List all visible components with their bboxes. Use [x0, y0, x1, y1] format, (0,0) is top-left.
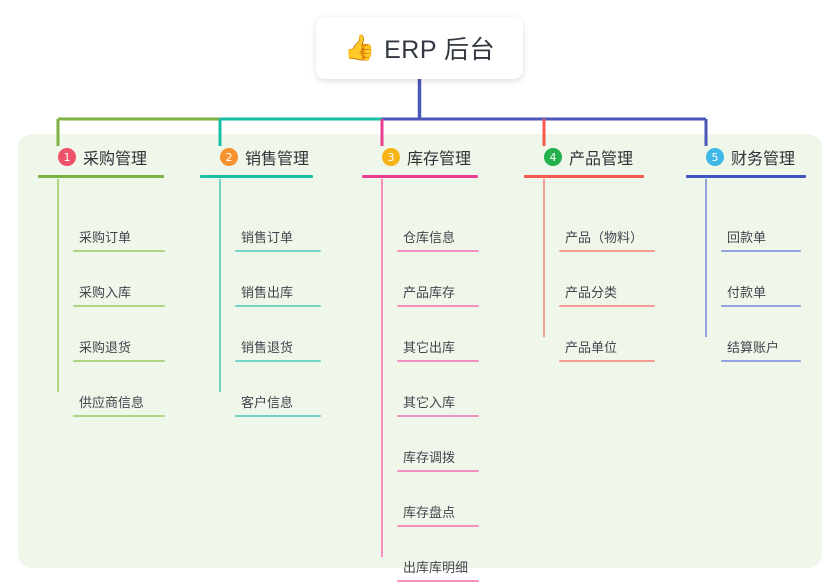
column-1: 1 采购管理采购订单采购入库采购退货供应商信息 [38, 145, 165, 417]
leaf-item-label: 采购订单 [79, 230, 132, 245]
leaf-item-underline [397, 305, 479, 307]
column-title: 销售管理 [245, 151, 310, 168]
leaf-item[interactable]: 其它入库 [397, 392, 479, 417]
column-5: 5 财务管理回款单付款单结算账户 [686, 145, 806, 362]
column-underline [200, 175, 313, 178]
leaf-item-label: 产品分类 [565, 285, 618, 300]
leaf-item[interactable]: 产品（物料） [559, 227, 655, 252]
leaf-item-underline [397, 525, 479, 527]
diagram-panel-background [18, 134, 822, 568]
leaf-item-label: 销售出库 [241, 285, 294, 300]
leaf-item[interactable]: 采购入库 [73, 282, 165, 307]
leaf-item[interactable]: 采购退货 [73, 337, 165, 362]
column-title: 财务管理 [731, 151, 796, 168]
leaf-item-label: 仓库信息 [403, 230, 456, 245]
leaf-item-underline [559, 305, 655, 307]
column-header-2[interactable]: 2 销售管理 [200, 145, 313, 169]
column-underline [524, 175, 644, 178]
leaf-item[interactable]: 其它出库 [397, 337, 479, 362]
column-header-3[interactable]: 3 库存管理 [362, 145, 478, 169]
leaf-item-underline [397, 250, 479, 252]
leaf-item[interactable]: 库存盘点 [397, 502, 479, 527]
leaf-item[interactable]: 产品分类 [559, 282, 655, 307]
column-2: 2 销售管理销售订单销售出库销售退货客户信息 [200, 145, 321, 417]
column-number-badge: 4 [544, 148, 562, 166]
column-number-badge: 5 [706, 148, 724, 166]
leaf-item-label: 库存调拨 [403, 450, 456, 465]
leaf-item-underline [721, 250, 801, 252]
column-title: 库存管理 [407, 151, 472, 168]
leaf-item-label: 采购退货 [79, 340, 132, 355]
leaf-item-label: 出库库明细 [403, 560, 469, 575]
leaf-item[interactable]: 销售订单 [235, 227, 321, 252]
leaf-item-underline [73, 250, 165, 252]
leaf-item-label: 付款单 [727, 285, 767, 300]
leaf-item-underline [73, 415, 165, 417]
leaf-item-underline [397, 360, 479, 362]
column-number-badge: 1 [58, 148, 76, 166]
leaf-item-label: 销售退货 [241, 340, 294, 355]
leaf-item[interactable]: 产品单位 [559, 337, 655, 362]
leaf-item-underline [397, 580, 479, 582]
leaf-item[interactable]: 结算账户 [721, 337, 801, 362]
leaf-item-label: 供应商信息 [79, 395, 145, 410]
leaf-item-underline [397, 470, 479, 472]
leaf-item[interactable]: 客户信息 [235, 392, 321, 417]
thumbs-up-icon: 👍 [343, 33, 376, 62]
column-4: 4 产品管理产品（物料） 产品分类产品单位 [524, 145, 655, 362]
leaf-item[interactable]: 付款单 [721, 282, 801, 307]
column-header-5[interactable]: 5 财务管理 [686, 145, 806, 169]
leaf-item-underline [235, 305, 321, 307]
leaf-item-underline [235, 250, 321, 252]
column-underline [362, 175, 478, 178]
root-node-erp-backend[interactable]: 👍 ERP 后台 [316, 17, 523, 79]
leaf-item[interactable]: 采购订单 [73, 227, 165, 252]
leaf-item[interactable]: 回款单 [721, 227, 801, 252]
column-underline [38, 175, 164, 178]
column-header-4[interactable]: 4 产品管理 [524, 145, 644, 169]
leaf-item-label: 库存盘点 [403, 505, 456, 520]
leaf-item-label: 结算账户 [727, 340, 780, 355]
leaf-item[interactable]: 仓库信息 [397, 227, 479, 252]
column-number-badge: 2 [220, 148, 238, 166]
leaf-item[interactable]: 产品库存 [397, 282, 479, 307]
column-header-1[interactable]: 1 采购管理 [38, 145, 164, 169]
column-title: 产品管理 [569, 151, 634, 168]
column-title: 采购管理 [83, 151, 148, 168]
leaf-item[interactable]: 出库库明细 [397, 557, 479, 582]
column-3: 3 库存管理仓库信息产品库存其它出库其它入库库存调拨库存盘点出库库明细 [362, 145, 479, 582]
root-node-title: ERP 后台 [384, 36, 496, 64]
leaf-item-underline [721, 360, 801, 362]
leaf-item-label: 产品单位 [565, 340, 618, 355]
leaf-item-label: 其它出库 [403, 340, 456, 355]
leaf-item-label: 采购入库 [79, 285, 132, 300]
column-number-badge: 3 [382, 148, 400, 166]
leaf-item-label: 其它入库 [403, 395, 456, 410]
column-underline [686, 175, 806, 178]
leaf-item[interactable]: 销售退货 [235, 337, 321, 362]
leaf-item-underline [397, 415, 479, 417]
leaf-item-label: 产品库存 [403, 285, 456, 300]
leaf-item-label: 产品（物料） [565, 230, 644, 245]
leaf-item[interactable]: 销售出库 [235, 282, 321, 307]
leaf-item-underline [721, 305, 801, 307]
leaf-item-underline [235, 360, 321, 362]
leaf-item-label: 回款单 [727, 230, 767, 245]
leaf-item-label: 客户信息 [241, 395, 294, 410]
leaf-item-underline [559, 360, 655, 362]
leaf-item[interactable]: 供应商信息 [73, 392, 165, 417]
leaf-item-label: 销售订单 [241, 230, 294, 245]
leaf-item-underline [73, 305, 165, 307]
leaf-item[interactable]: 库存调拨 [397, 447, 479, 472]
leaf-item-underline [559, 250, 655, 252]
leaf-item-underline [73, 360, 165, 362]
leaf-item-underline [235, 415, 321, 417]
